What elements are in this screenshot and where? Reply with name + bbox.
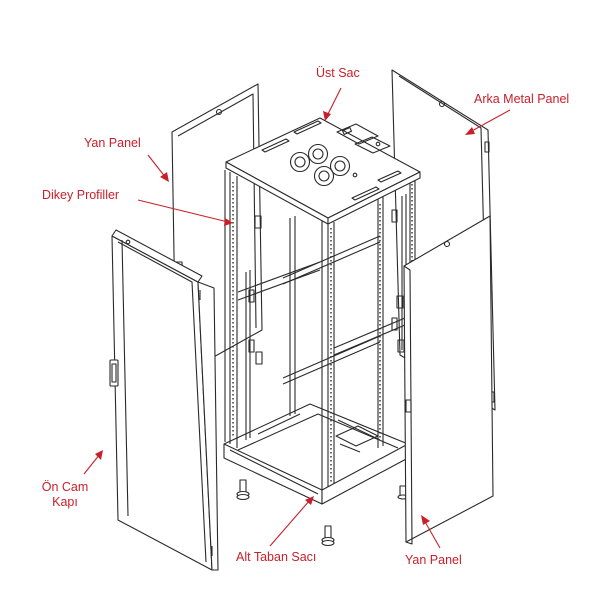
bottom-base bbox=[223, 403, 409, 505]
label-yan-panel-left: Yan Panel bbox=[84, 136, 141, 150]
label-on-cam-kapi-line1: Ön Cam bbox=[41, 480, 89, 494]
leader-lines bbox=[83, 87, 511, 549]
leader-alt-taban-saci bbox=[269, 496, 314, 547]
label-ust-sac: Üst Sac bbox=[316, 66, 360, 80]
leader-arka-metal-panel bbox=[465, 109, 511, 135]
foot-center bbox=[321, 525, 335, 547]
cabinet-frame bbox=[224, 170, 416, 494]
label-yan-panel-right: Yan Panel bbox=[405, 553, 462, 567]
leader-yan-panel-left bbox=[147, 154, 169, 182]
glass-front-door bbox=[109, 229, 219, 571]
door-handle bbox=[109, 359, 119, 387]
leader-ust-sac bbox=[323, 87, 342, 121]
label-dikey-profiller: Dikey Profiller bbox=[42, 188, 120, 202]
right-side-panel bbox=[403, 215, 494, 545]
leader-yan-panel-right bbox=[421, 515, 441, 549]
leader-dikey-profiller bbox=[137, 199, 233, 226]
label-on-cam-kapi-line2: Kapı bbox=[52, 495, 78, 509]
top-plate bbox=[225, 117, 421, 225]
label-arka-metal-panel: Arka Metal Panel bbox=[474, 92, 570, 106]
foot-left bbox=[236, 479, 250, 501]
leader-on-cam-kapi bbox=[83, 450, 103, 475]
fan-holes bbox=[289, 143, 351, 187]
label-alt-taban-saci: Alt Taban Sacı bbox=[236, 550, 317, 564]
